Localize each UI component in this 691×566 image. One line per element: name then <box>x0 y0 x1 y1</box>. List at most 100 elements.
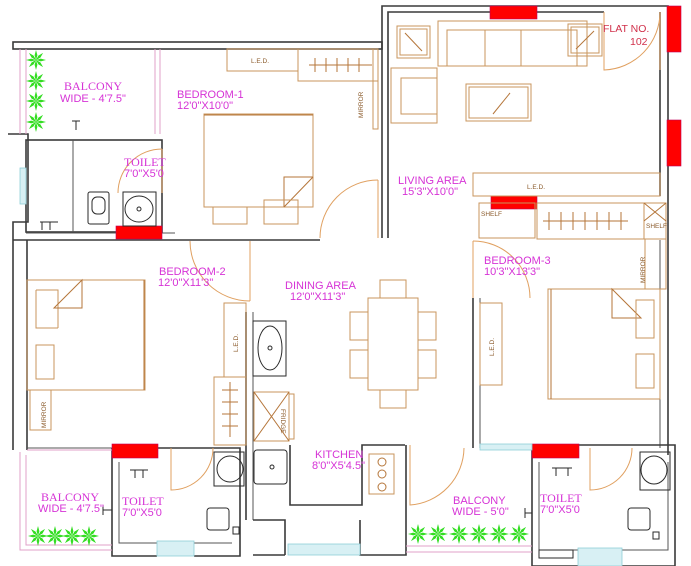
balcony-bm-name: BALCONY <box>453 495 506 507</box>
red-block-toilet-top <box>115 225 163 240</box>
bed-fold-bedroom3 <box>611 287 643 319</box>
red-block-right-top <box>666 5 682 53</box>
bedroom2-name: BEDROOM-2 <box>159 266 226 278</box>
mirror-label-bedroom1: MIRROR <box>358 91 365 118</box>
wardrobe-hangers-bedroom3 <box>543 212 628 230</box>
room-labels: FLAT NO. 102 BALCONY WIDE - 4'7.5" BEDRO… <box>38 23 649 519</box>
doors <box>117 11 661 506</box>
plant-icon <box>489 524 509 544</box>
mirror-bedroom1 <box>372 48 379 130</box>
red-blocks <box>111 5 682 459</box>
door-toilet-br[interactable] <box>589 447 633 491</box>
fridge-door <box>288 393 295 440</box>
flush-toilet-bl <box>232 526 240 535</box>
toilet-top-name: TOILET <box>124 155 166 169</box>
sink-icon-toilet-top <box>124 195 154 223</box>
bed-fold-bedroom2 <box>52 278 83 309</box>
flat-number-label: FLAT NO. <box>603 23 649 35</box>
sink-drain-dining <box>267 345 273 351</box>
tap-balcony-top <box>72 120 80 130</box>
shelf-label-left: SHELF <box>481 211 502 218</box>
plant-icon <box>45 526 65 546</box>
shower-tap-toilet-bl <box>130 469 148 478</box>
dining-kitchen-furniture: FRIDGE <box>252 279 437 495</box>
wall-top-left <box>12 41 383 50</box>
wc-toilet-bl <box>206 507 230 531</box>
plant-icon <box>62 526 82 546</box>
plant-icon <box>26 71 46 91</box>
lamp-right-icon <box>575 30 595 50</box>
kitchen-sink <box>253 449 288 485</box>
window-left-toilet <box>19 167 27 205</box>
toilet-bl-name: TOILET <box>122 494 164 508</box>
wc-toilet-br <box>627 507 651 531</box>
wardrobe-hangers-bedroom2 <box>222 382 238 437</box>
dining-chair-right-1 <box>417 311 437 341</box>
dining-size: 12'0"X11'3" <box>290 291 345 303</box>
nightstand-bedroom2-top <box>35 289 59 329</box>
plant-icon <box>469 524 489 544</box>
led-label-bedroom1: L.E.D. <box>251 58 269 65</box>
toilet-top-size: 7'0"X5'0 <box>124 168 164 180</box>
door-bedroom3[interactable] <box>472 240 531 299</box>
door-bedroom2[interactable] <box>189 240 251 302</box>
bedroom1-name: BEDROOM-1 <box>177 89 244 101</box>
rail-balcony-bm <box>406 545 532 553</box>
plant-icon <box>26 112 46 132</box>
living-size: 15'3"X10'0" <box>402 186 458 198</box>
wall-kitchen-counter <box>289 444 405 506</box>
windows <box>19 167 623 566</box>
plant-icon <box>26 91 46 111</box>
plants <box>26 50 529 546</box>
wall-toilet-bl-inner <box>118 462 232 544</box>
plant-icon <box>28 526 48 546</box>
door-main-entrance[interactable] <box>603 11 661 71</box>
nightstand-bedroom3-top <box>635 299 655 339</box>
red-block-right-mid <box>666 119 682 167</box>
led-label-bedroom2: L.E.D. <box>233 334 240 352</box>
sofa <box>437 20 588 67</box>
side-table-right-inner <box>570 26 600 54</box>
dining-name: DINING AREA <box>285 280 357 292</box>
structural-walls <box>8 5 676 566</box>
wc-toilet-top <box>87 191 110 225</box>
door-toilet-top[interactable] <box>117 148 163 194</box>
sofa-seat <box>446 29 578 67</box>
bed-bedroom1 <box>203 113 314 208</box>
sink-icon-dining <box>257 325 283 371</box>
armchair <box>390 67 438 124</box>
rail-balcony-bl <box>19 452 112 551</box>
stove <box>368 453 395 495</box>
door-toilet-bl[interactable] <box>170 447 214 491</box>
led-console-bedroom3 <box>479 302 503 386</box>
bed-bedroom3 <box>547 288 661 400</box>
plant-icon <box>428 524 448 544</box>
bedroom1-furniture: L.E.D. MIRROR <box>203 48 379 225</box>
living-name: LIVING AREA <box>398 175 467 187</box>
bedroom2-size: 12'0"X11'3" <box>158 277 213 289</box>
led-label-bedroom3: L.E.D. <box>489 338 496 356</box>
nightstand-bedroom1-left <box>212 206 248 225</box>
dining-chair-left-1 <box>349 311 369 341</box>
rail-balcony-top-left <box>19 49 27 134</box>
toilet-br-name: TOILET <box>540 491 582 505</box>
side-table-right <box>567 23 603 57</box>
door-balcony-bm[interactable] <box>409 445 465 506</box>
balcony-top-size: WIDE - 4'7.5" <box>60 93 126 105</box>
bedroom1-size: 12'0"X10'0" <box>177 100 233 112</box>
door-bedroom1[interactable] <box>319 179 379 239</box>
toilet-bl-size: 7'0"X5'0 <box>122 507 162 519</box>
dining-chair-left-2 <box>349 349 369 379</box>
wardrobe-hangers-bedroom1 <box>309 58 372 72</box>
bed-bedroom2 <box>26 279 146 391</box>
shower-tap-toilet-top <box>40 221 58 230</box>
wardrobe-bedroom2 <box>213 376 247 446</box>
fridge-label: FRIDGE <box>279 409 286 434</box>
plant-icon <box>408 524 428 544</box>
dining-chair-right-2 <box>417 349 437 379</box>
wall-left-outer <box>8 133 29 450</box>
shelf-bedroom3-right <box>643 202 667 240</box>
shelf-cross <box>643 202 667 222</box>
toilet-top-fixtures <box>40 120 157 230</box>
